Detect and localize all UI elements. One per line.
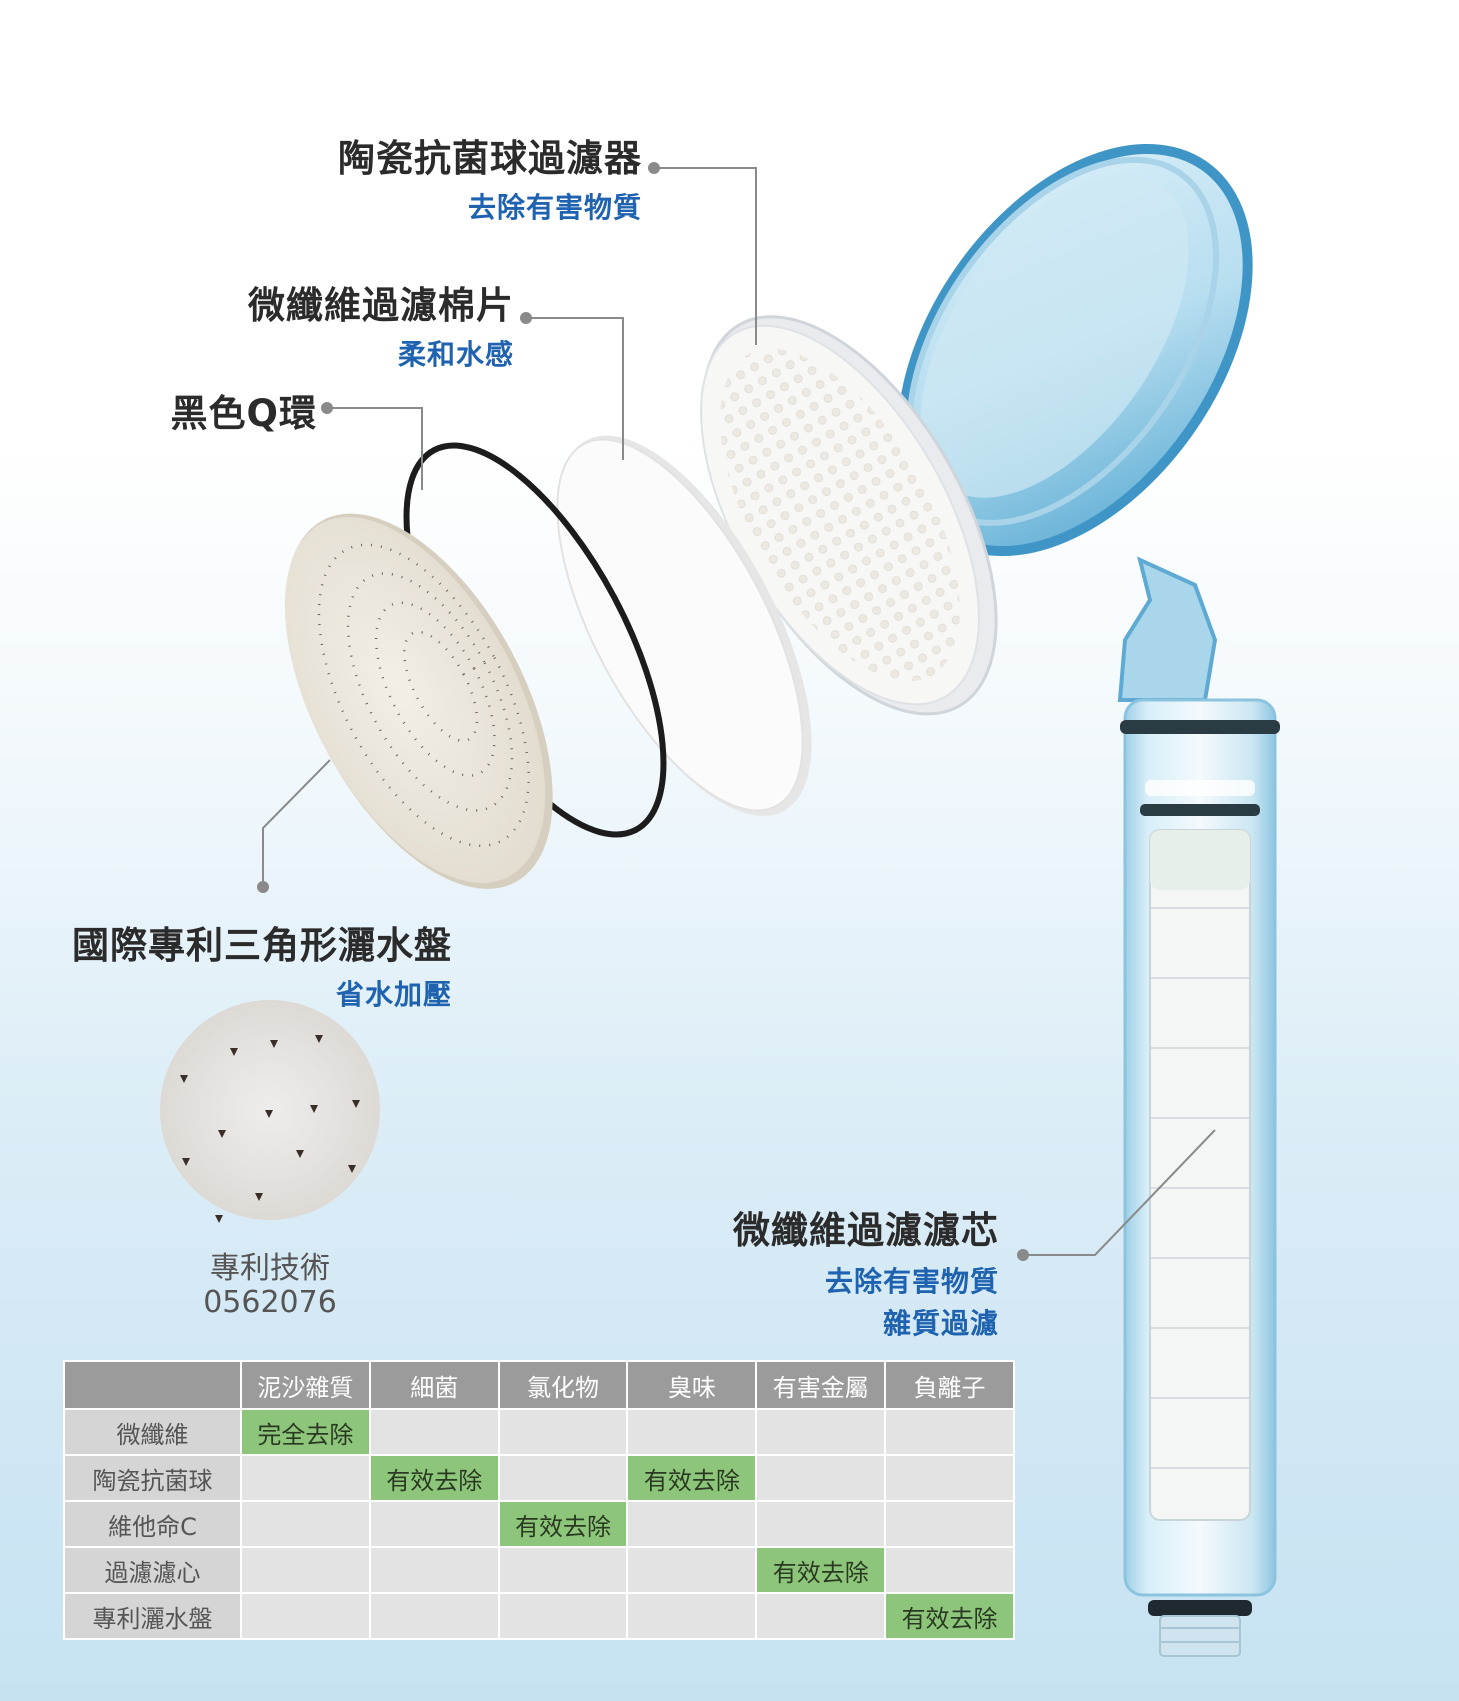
table-header-cell: 有害金屬 (757, 1362, 885, 1408)
table-cell (499, 1594, 627, 1638)
row-label: 微纖維 (65, 1410, 240, 1454)
cartridge-subtitle-1: 去除有害物質 (824, 1265, 999, 1298)
table-cell (886, 1548, 1013, 1592)
microfiber-pad-title: 微纖維過濾棉片 (248, 284, 514, 327)
table-cell: 有效去除 (886, 1594, 1013, 1638)
table-cell (370, 1410, 498, 1454)
table-cell: 有效去除 (370, 1456, 498, 1500)
table-header-cell: 泥沙雜質 (242, 1362, 369, 1408)
table-cell (628, 1548, 756, 1592)
table-cell (757, 1502, 885, 1546)
cartridge-subtitle-2: 雜質過濾 (882, 1307, 999, 1340)
table-header-row: 泥沙雜質 細菌 氯化物 臭味 有害金屬 負離子 (65, 1362, 1013, 1408)
patent-label: 專利技術 (210, 1251, 330, 1286)
leader-cartridge (1023, 1129, 1216, 1256)
table-row: 專利灑水盤 有效去除 (65, 1594, 1013, 1638)
row-label: 專利灑水盤 (65, 1594, 240, 1638)
microfiber-pad (556, 435, 812, 816)
leader-pad (526, 317, 624, 460)
table-cell (499, 1548, 627, 1592)
table-cell (628, 1594, 756, 1638)
table-cell (242, 1502, 369, 1546)
spray-plate-subtitle: 省水加壓 (335, 978, 452, 1011)
table-cell (499, 1456, 627, 1500)
table-cell (242, 1594, 369, 1638)
leader-ceramic (654, 167, 757, 345)
row-label: 陶瓷抗菌球 (65, 1456, 240, 1500)
row-label: 維他命C (65, 1502, 240, 1546)
o-ring-title: 黑色Q環 (170, 392, 317, 435)
table-cell (757, 1456, 885, 1500)
label-o-ring: 黑色Q環 (171, 383, 317, 437)
table-cell: 有效去除 (628, 1456, 756, 1500)
table-header-cell: 氯化物 (499, 1362, 627, 1408)
row-label: 過濾濾心 (65, 1548, 240, 1592)
table-cell (757, 1594, 885, 1638)
leader-ring (327, 407, 423, 490)
table-cell: 有效去除 (757, 1548, 885, 1592)
table-cell (757, 1410, 885, 1454)
table-row: 微纖維 完全去除 (65, 1410, 1013, 1454)
label-spray-plate: 國際專利三角形灑水盤 省水加壓 (72, 915, 452, 1013)
table-cell (628, 1502, 756, 1546)
table-row: 陶瓷抗菌球 有效去除 有效去除 (65, 1456, 1013, 1500)
table-row: 維他命C 有效去除 (65, 1502, 1013, 1546)
cartridge-title: 微纖維過濾濾芯 (733, 1209, 999, 1252)
patent-info: 專利技術 0562076 (190, 1252, 350, 1320)
table-cell (886, 1456, 1013, 1500)
table-cell (242, 1548, 369, 1592)
ceramic-ball-filter (700, 315, 998, 716)
ceramic-filter-title: 陶瓷抗菌球過濾器 (338, 137, 642, 180)
label-microfiber-cartridge: 微纖維過濾濾芯 去除有害物質 雜質過濾 (733, 1200, 999, 1342)
table-cell (370, 1548, 498, 1592)
table-header-cell: 細菌 (370, 1362, 498, 1408)
table-row: 過濾濾心 有效去除 (65, 1548, 1013, 1592)
label-microfiber-pad: 微纖維過濾棉片 柔和水感 (248, 275, 514, 373)
table-cell (628, 1410, 756, 1454)
shower-head (897, 143, 1253, 557)
leader-plate (262, 759, 331, 887)
table-cell (370, 1594, 498, 1638)
label-ceramic-ball-filter: 陶瓷抗菌球過濾器 去除有害物質 (338, 128, 642, 226)
patent-number: 0562076 (203, 1285, 337, 1320)
spray-plate-title: 國際專利三角形灑水盤 (72, 924, 452, 967)
table-cell (242, 1456, 369, 1500)
table-cell: 完全去除 (242, 1410, 369, 1454)
table-cell (370, 1502, 498, 1546)
table-cell (886, 1410, 1013, 1454)
table-cell: 有效去除 (499, 1502, 627, 1546)
microfiber-pad-subtitle: 柔和水感 (397, 338, 514, 371)
microfiber-cartridge (1149, 829, 1251, 1521)
table-header-corner (65, 1362, 240, 1408)
ceramic-filter-subtitle: 去除有害物質 (467, 191, 642, 224)
table-header-cell: 負離子 (886, 1362, 1013, 1408)
table-cell (499, 1410, 627, 1454)
spray-plate (284, 513, 553, 889)
table-header-cell: 臭味 (628, 1362, 756, 1408)
table-cell (886, 1502, 1013, 1546)
filter-comparison-table: 泥沙雜質 細菌 氯化物 臭味 有害金屬 負離子 微纖維 完全去除 陶瓷抗菌球 有… (63, 1360, 1015, 1640)
plate-closeup (160, 1000, 380, 1223)
